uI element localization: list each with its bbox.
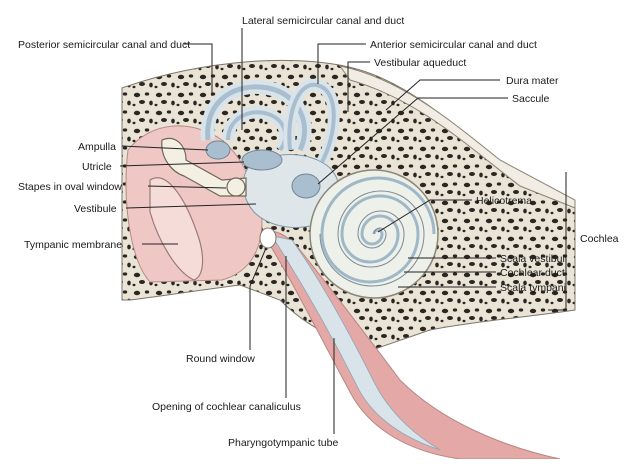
round-window-shape <box>259 227 277 249</box>
stapes-footplate <box>226 177 246 197</box>
label-cochlear-duct: Cochlear duct <box>500 267 565 279</box>
leader-vestibule <box>125 203 257 209</box>
label-anterior-semicircular: Anterior semicircular canal and duct <box>370 39 537 51</box>
label-scala-tympani: Scala tympani <box>500 282 566 294</box>
label-round-window: Round window <box>186 353 255 365</box>
anterior-duct <box>287 82 336 163</box>
label-vestibular-aqueduct: Vestibular aqueduct <box>374 57 466 69</box>
label-stapes-oval-window: Stapes in oval window <box>18 181 122 193</box>
leader-anterior <box>317 43 366 84</box>
leader-round-window <box>249 247 267 350</box>
leader-saccule <box>317 97 508 185</box>
label-cochlea: Cochlea <box>580 233 619 245</box>
label-saccule: Saccule <box>512 93 550 105</box>
leader-utricle <box>119 161 245 167</box>
label-ampulla: Ampulla <box>78 141 116 153</box>
label-opening-cochlear-canaliculus: Opening of cochlear canaliculus <box>152 401 301 413</box>
label-pharyngotympanic-tube: Pharyngotympanic tube <box>228 437 338 449</box>
utricle-shape <box>241 149 283 171</box>
saccule-shape <box>291 173 321 199</box>
stapes-shape <box>161 137 247 197</box>
label-scala-vestibuli: Scala vestibuli <box>500 253 567 265</box>
leader-ampulla <box>121 145 209 151</box>
leader-dura-mater <box>385 79 500 111</box>
label-vestibule: Vestibule <box>74 203 117 215</box>
leader-posterior <box>184 43 213 96</box>
leader-vestibular-aqueduct <box>347 61 370 112</box>
leader-cochlea <box>548 172 567 311</box>
dura-mater-layer <box>338 65 576 209</box>
leader-stapes <box>147 185 227 189</box>
leader-helicotrema <box>377 199 472 233</box>
ampulla-shape <box>205 140 231 160</box>
label-helicotrema: Helicotrema <box>476 195 532 207</box>
posterior-duct <box>205 84 307 152</box>
label-dura-mater: Dura mater <box>506 75 559 87</box>
label-posterior-semicircular: Posterior semicircular canal and duct <box>18 39 190 51</box>
label-tympanic-membrane: Tympanic membrane <box>24 239 122 251</box>
label-lateral-semicircular: Lateral semicircular canal and duct <box>242 15 404 27</box>
label-utricle: Utricle <box>82 161 112 173</box>
cochlea-spiral <box>320 176 436 284</box>
cochlear-duct-spiral <box>319 190 425 287</box>
tube-lumen <box>271 235 441 451</box>
